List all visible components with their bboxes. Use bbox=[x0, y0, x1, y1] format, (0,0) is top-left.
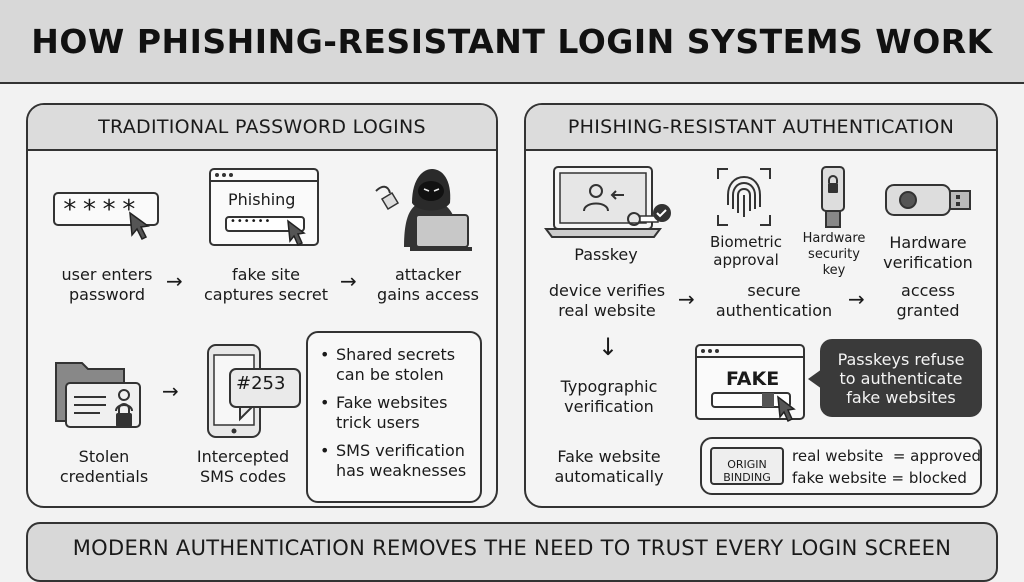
intercepted-sms-label: Intercepted SMS codes bbox=[196, 447, 290, 486]
traditional-panel: TRADITIONAL PASSWORD LOGINS **** Phishin… bbox=[26, 103, 498, 508]
passkey-laptop-icon bbox=[544, 165, 674, 247]
fingerprint-icon bbox=[714, 165, 774, 229]
title-banner: HOW PHISHING-RESISTANT LOGIN SYSTEMS WOR… bbox=[0, 0, 1024, 84]
fake-website-automatically-label: Fake website automatically bbox=[554, 447, 664, 486]
hardware-security-key-label: Hardware security key bbox=[802, 231, 866, 278]
arrow-down-icon: ↓ bbox=[598, 333, 619, 361]
arrow-right-icon: → bbox=[848, 287, 865, 311]
step-attacker: attacker gains access bbox=[377, 265, 479, 304]
arrow-right-icon: → bbox=[678, 287, 695, 311]
stolen-credentials-icon bbox=[52, 353, 152, 433]
page-title: HOW PHISHING-RESISTANT LOGIN SYSTEMS WOR… bbox=[31, 21, 993, 61]
list-item: SMS verification has weaknesses bbox=[314, 441, 474, 481]
traditional-panel-heading: TRADITIONAL PASSWORD LOGINS bbox=[28, 105, 496, 151]
origin-binding-box: ORIGIN BINDING real website = approved f… bbox=[700, 437, 982, 495]
phishing-field-dots: •••••• bbox=[230, 216, 272, 227]
passkey-refuse-callout: Passkeys refuse to authenticate fake web… bbox=[820, 339, 982, 417]
step-fake-site: fake site captures secret bbox=[204, 265, 328, 304]
phishing-resistant-panel: PHISHING-RESISTANT AUTHENTICATION Passke… bbox=[524, 103, 998, 508]
usb-key-icon bbox=[884, 181, 974, 221]
step-user-enters: user enters password bbox=[61, 265, 153, 304]
origin-binding-badge: ORIGIN BINDING bbox=[710, 447, 784, 485]
footer-text: MODERN AUTHENTICATION REMOVES THE NEED T… bbox=[72, 536, 952, 560]
callout-pointer bbox=[806, 367, 822, 391]
typographic-verification-label: Typographic verification bbox=[560, 377, 658, 416]
stolen-credentials-label: Stolen credentials bbox=[59, 447, 149, 486]
security-key-icon bbox=[816, 165, 850, 231]
password-mask: **** bbox=[62, 195, 141, 225]
list-item: Shared secrets can be stolen bbox=[314, 345, 474, 385]
footer-banner: MODERN AUTHENTICATION REMOVES THE NEED T… bbox=[26, 522, 998, 582]
list-item: Fake websites trick users bbox=[314, 393, 474, 433]
hardware-verification-label: Hardware verification bbox=[883, 233, 973, 272]
password-field-icon bbox=[52, 191, 162, 241]
fake-window-text: FAKE bbox=[726, 368, 780, 390]
biometric-label: Biometric approval bbox=[710, 233, 782, 269]
phishing-window-text: Phishing bbox=[228, 190, 296, 209]
phone-sms-icon bbox=[202, 341, 308, 441]
flow-access-granted: access granted bbox=[896, 281, 960, 320]
weakness-list-box: Shared secrets can be stolen Fake websit… bbox=[306, 331, 482, 503]
flow-secure-authentication: secure authentication bbox=[715, 281, 833, 320]
hacker-icon bbox=[368, 163, 473, 253]
phishing-window-icon bbox=[208, 167, 320, 249]
sms-code: #253 bbox=[236, 373, 286, 394]
real-website-approved: real website = approved bbox=[792, 447, 982, 465]
passkey-label: Passkey bbox=[574, 245, 638, 264]
fake-website-window-icon bbox=[694, 343, 810, 425]
arrow-right-icon: → bbox=[340, 269, 357, 293]
weakness-list: Shared secrets can be stolen Fake websit… bbox=[314, 345, 474, 481]
fake-website-blocked: fake website = blocked bbox=[792, 469, 967, 487]
phishing-resistant-panel-heading: PHISHING-RESISTANT AUTHENTICATION bbox=[526, 105, 996, 151]
arrow-right-icon: → bbox=[166, 269, 183, 293]
flow-device-verifies: device verifies real website bbox=[548, 281, 666, 320]
arrow-right-icon: → bbox=[162, 379, 179, 403]
